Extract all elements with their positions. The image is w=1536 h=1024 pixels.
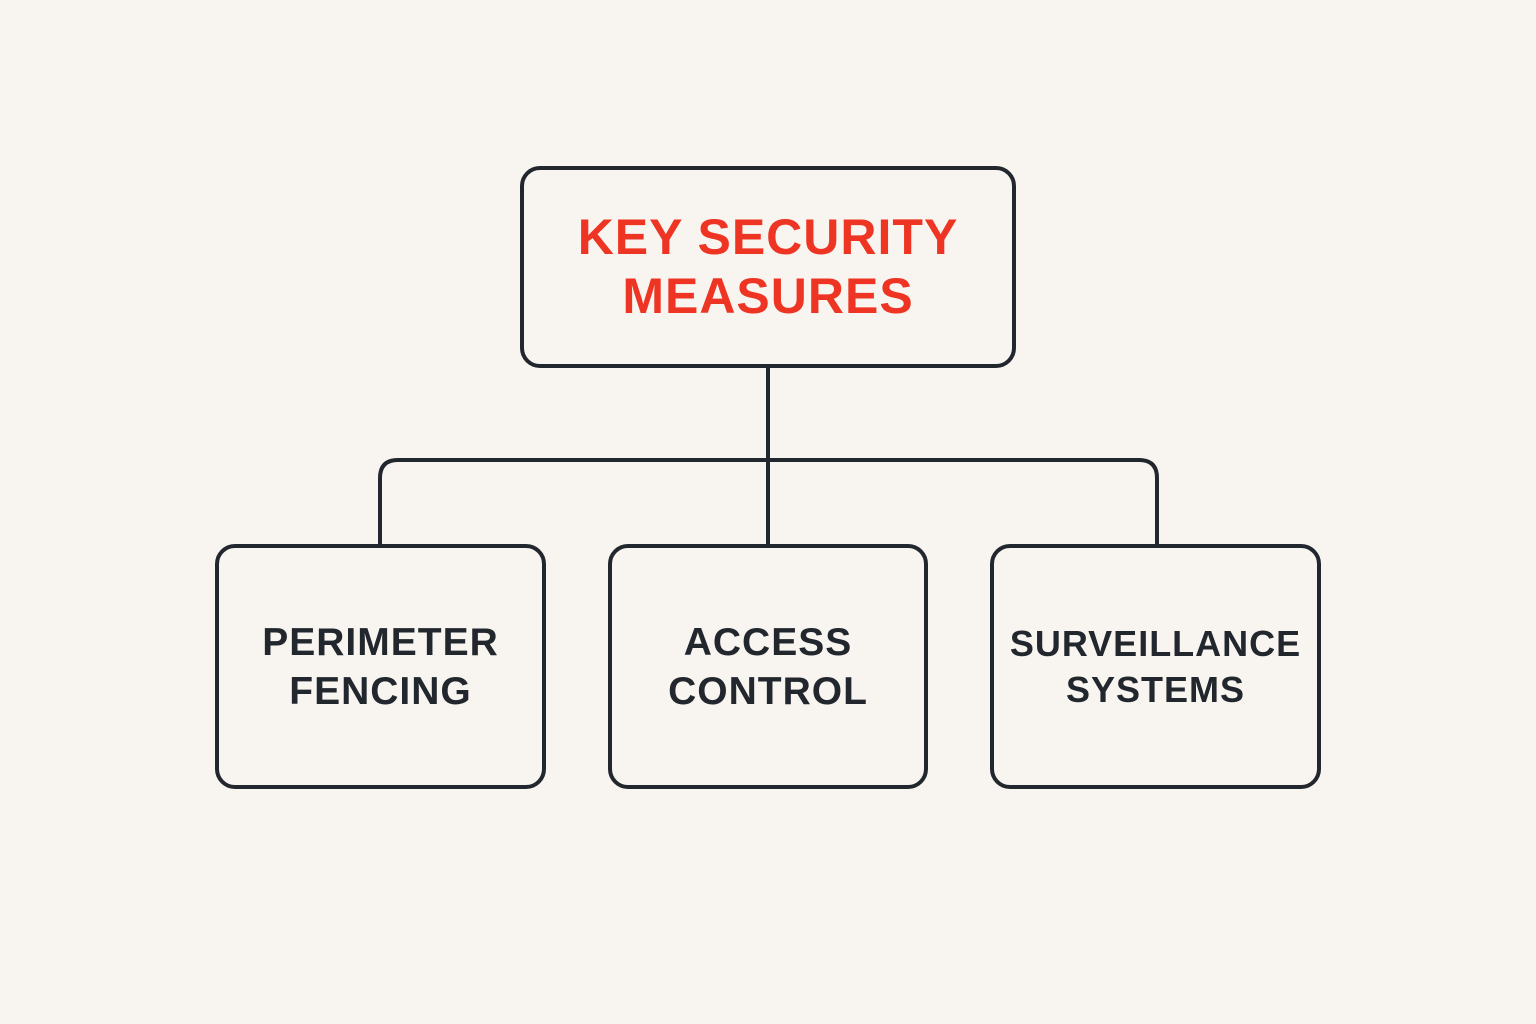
child-2-label-line-1: ACCESS [683, 620, 853, 664]
root-title-line-2: MEASURES [622, 268, 914, 324]
child-3-label-line-1: SURVEILLANCE [1009, 622, 1302, 664]
root-title-line-1: KEY SECURITY [577, 209, 959, 265]
child-1-label-line-2: FENCING [289, 669, 472, 713]
child-node-surveillance-systems: SURVEILLANCE SYSTEMS [990, 544, 1321, 789]
child-node-access-control: ACCESS CONTROL [608, 544, 928, 789]
child-2-label-line-2: CONTROL [668, 669, 868, 713]
root-node-key-security-measures: KEY SECURITY MEASURES [520, 166, 1016, 368]
child-node-perimeter-fencing: PERIMETER FENCING [215, 544, 546, 789]
child-3-label-line-2: SYSTEMS [1065, 668, 1246, 710]
child-1-label-line-1: PERIMETER [262, 620, 499, 664]
